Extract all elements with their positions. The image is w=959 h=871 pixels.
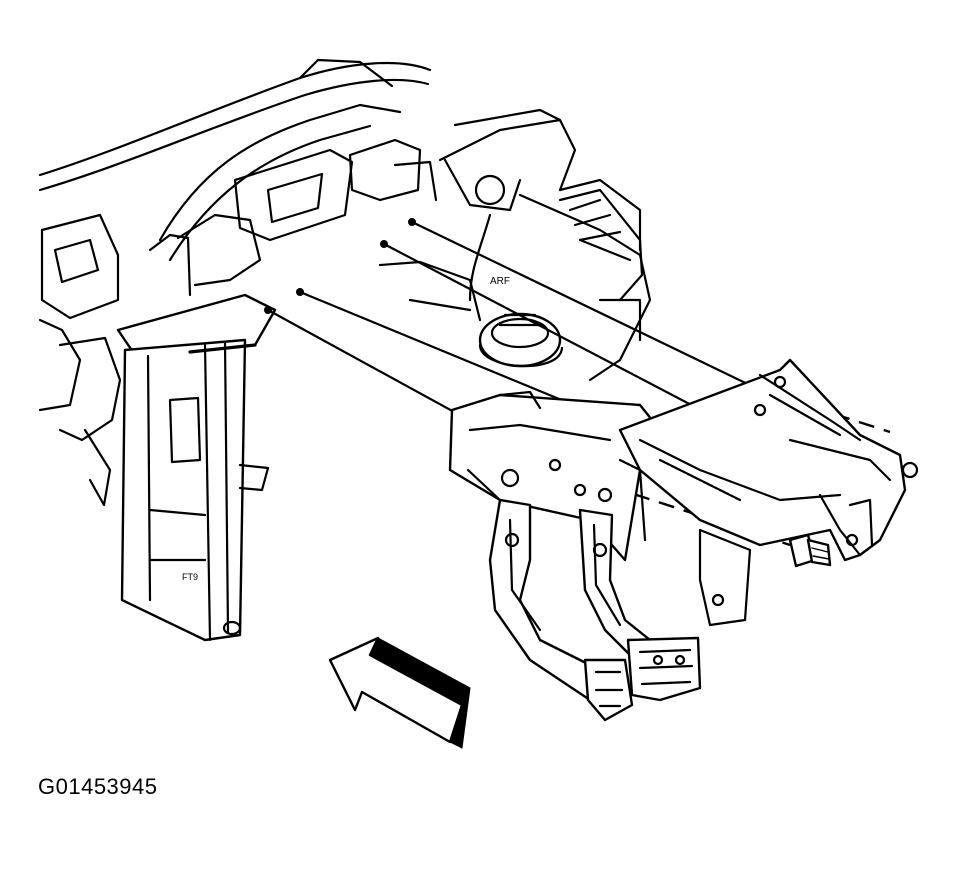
right-firewall-panel xyxy=(558,188,644,342)
stamp-label-left: FT9 xyxy=(182,572,198,582)
clutch-pedal xyxy=(578,508,702,702)
firewall-components: ARF xyxy=(378,108,652,382)
cowl-body-panel xyxy=(38,58,438,507)
pedal-bracket xyxy=(448,390,662,562)
direction-arrow-icon xyxy=(328,636,471,749)
bolt xyxy=(788,533,832,568)
support-crossbeam xyxy=(618,358,919,627)
figure-id-label: G01453945 xyxy=(38,774,158,799)
left-dash-pillar xyxy=(116,293,277,642)
brake-pedal xyxy=(488,498,634,722)
stamp-label-right: ARF xyxy=(490,276,510,287)
